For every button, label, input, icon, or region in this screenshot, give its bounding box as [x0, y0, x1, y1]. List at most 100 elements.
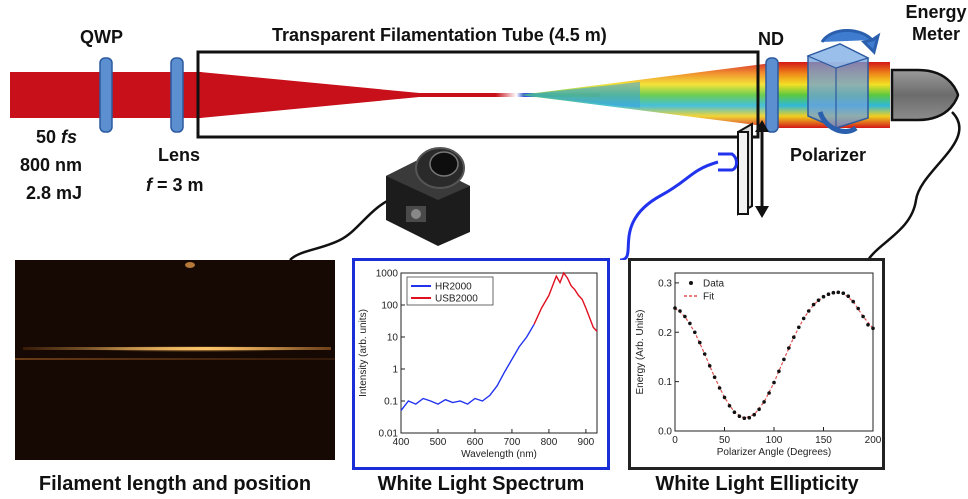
translation-arrow-icon	[755, 120, 769, 218]
ellipticity-data-point	[722, 395, 727, 400]
ellipticity-data-point	[727, 404, 732, 408]
spectrum-x-tick-label: 700	[504, 437, 521, 448]
spectrum-x-tick-label: 600	[467, 437, 484, 448]
fiber-input-icon	[718, 152, 738, 172]
spectrum-y-tick-label: 0.01	[379, 429, 399, 440]
ellipticity-y-tick-label: 0.0	[658, 427, 672, 438]
focal-length-label: f = 3 m	[146, 176, 204, 194]
lens-optic	[170, 57, 184, 133]
ellipticity-data-point	[787, 346, 791, 350]
spectrum-x-tick-label: 800	[541, 437, 558, 448]
pulse-duration-unit: fs	[61, 127, 78, 147]
ellipticity-data-point	[816, 298, 821, 302]
ellipticity-data-point	[698, 340, 702, 345]
ellipticity-data-point	[811, 302, 816, 307]
ellipticity-x-tick-label: 50	[719, 435, 731, 446]
focal-length-value: = 3 m	[152, 175, 204, 195]
spectrum-x-tick-label: 500	[430, 437, 447, 448]
ellipticity-data-point	[782, 357, 786, 362]
ellipticity-data-point	[688, 321, 692, 326]
ellipticity-data-point	[693, 330, 697, 335]
ellipticity-data-point	[797, 325, 801, 330]
filamentation-tube	[196, 50, 760, 139]
wavelength-label: 800 nm	[20, 155, 83, 175]
ellipticity-data-point	[777, 369, 781, 374]
energy-label: 2.8 mJ	[26, 183, 83, 203]
spectrum-y-tick-label: 1000	[376, 269, 399, 280]
energy-meter-label: Energy Meter	[905, 3, 967, 43]
ellipticity-legend-label: Data	[703, 279, 725, 290]
ellipticity-x-tick-label: 100	[766, 435, 783, 446]
optical-setup	[10, 29, 961, 260]
spectrum-x-tick-label: 400	[393, 437, 410, 448]
ellipticity-data-point	[707, 364, 712, 368]
fiber-cable	[619, 160, 719, 260]
ellipticity-data-point	[673, 306, 677, 310]
ellipticity-data-point	[702, 352, 707, 356]
ellipticity-data-point	[861, 314, 865, 319]
ellipticity-data-point	[871, 326, 875, 331]
ellipticity-data-point	[747, 415, 752, 420]
ellipticity-data-point	[742, 416, 747, 420]
spectrum-x-tick-label: 900	[578, 437, 595, 448]
spectrum-y-tick-label: 10	[387, 333, 399, 344]
ellipticity-data-point	[846, 294, 851, 298]
nd-label: ND	[758, 29, 784, 49]
ellipticity-y-tick-label: 0.2	[658, 328, 672, 339]
spectrum-series-line-hr2000	[400, 323, 535, 412]
energy-meter-label-line1: Energy	[905, 2, 967, 22]
ellipticity-data-point	[757, 407, 761, 412]
ellipticity-x-tick-label: 200	[865, 435, 882, 446]
camera-icon	[386, 147, 470, 246]
filament-spot	[185, 262, 195, 268]
ellipticity-x-tick-label: 0	[672, 435, 678, 446]
ellipticity-data-point	[717, 386, 722, 390]
ellipticity-data-point	[851, 299, 855, 304]
filament-caption: Filament length and position	[38, 473, 312, 495]
ellipticity-data-point	[826, 292, 831, 296]
ellipticity-data-point	[683, 314, 687, 319]
ellipticity-y-axis-label: Energy (Arb. Units)	[635, 309, 646, 394]
ellipticity-data-point	[767, 391, 771, 395]
pulse-duration-label: 50 fs	[36, 128, 77, 146]
camera-cable	[289, 194, 399, 260]
polarizer	[806, 29, 881, 134]
spectrum-legend-label: USB2000	[435, 294, 478, 305]
energy-meter-label-line2: Meter	[911, 24, 960, 44]
filament-image	[15, 260, 335, 460]
white-light-cone	[520, 62, 780, 128]
spectrum-legend	[406, 276, 494, 306]
ellipticity-data-point	[841, 291, 846, 295]
pickoff-mirror	[737, 122, 753, 216]
converging-beam	[200, 72, 430, 118]
spectrum-caption: White Light Spectrum	[377, 473, 585, 495]
qwp-optic	[99, 57, 113, 133]
nd-filter	[765, 57, 779, 133]
spectrum-legend-label: HR2000	[435, 282, 472, 293]
ellipticity-data-point	[801, 316, 806, 321]
ellipticity-data-point	[762, 400, 766, 404]
polarizer-label: Polarizer	[790, 145, 867, 165]
qwp-label: QWP	[80, 27, 123, 47]
ellipticity-data-point	[866, 323, 870, 327]
filament-reflection	[15, 358, 335, 360]
lens-label: Lens	[158, 145, 201, 165]
ellipticity-legend-label: Fit	[703, 292, 714, 303]
spectrum-y-tick-label: 100	[381, 301, 398, 312]
ellipticity-data-point	[856, 306, 860, 311]
ellipticity-data-point	[836, 290, 841, 295]
ellipticity-data-point	[772, 380, 776, 385]
ellipticity-data-point	[732, 410, 737, 414]
spectrum-plot-area	[400, 272, 598, 434]
spectrum-y-tick-label: 0.1	[384, 397, 398, 408]
focal-length-symbol: f	[146, 175, 152, 195]
meter-cable	[866, 111, 961, 260]
ellipticity-y-tick-label: 0.3	[658, 278, 672, 289]
ellipticity-data-point	[737, 414, 742, 418]
spectrum-y-axis-label: Intensity (arb. units)	[358, 309, 369, 397]
spectrum-x-axis-label: Wavelength (nm)	[461, 449, 537, 460]
